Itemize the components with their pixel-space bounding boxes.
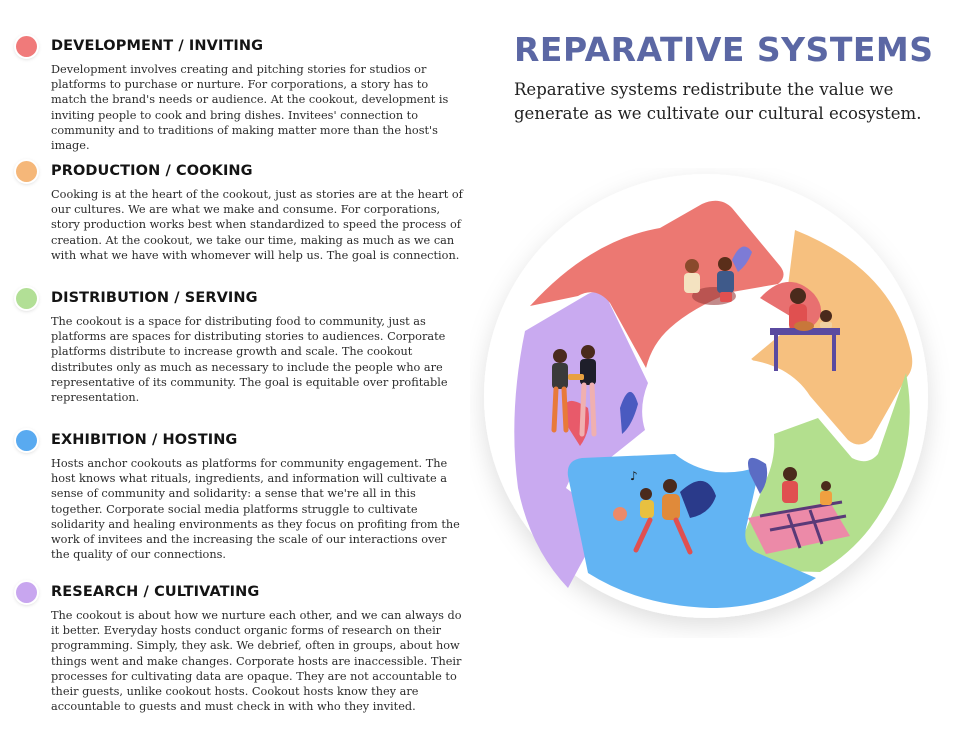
section-heading: RESEARCH / CULTIVATING (51, 584, 260, 600)
section-body: Development involves creating and pitchi… (51, 63, 449, 153)
development-bullet-icon (16, 35, 37, 57)
research-bullet-icon (16, 581, 37, 603)
section-body: Hosts anchor cookouts as platforms for c… (51, 457, 460, 562)
section-body: The cookout is about how we nurture each… (51, 609, 462, 714)
production-bullet-icon (16, 160, 37, 182)
section-heading: DEVELOPMENT / INVITING (51, 38, 264, 54)
page-subtitle: Reparative systems redistribute the valu… (514, 80, 922, 123)
distribution-bullet-icon (16, 287, 37, 309)
cycle-segment-red (530, 200, 784, 368)
svg-text:♪: ♪ (630, 469, 638, 483)
section-heading: EXHIBITION / HOSTING (51, 432, 238, 448)
section-body: Cooking is at the heart of the cookout, … (51, 188, 463, 262)
exhibition-illustration: ♪ (613, 469, 716, 555)
section-distribution: DISTRIBUTION / SERVING The cookout is a … (16, 286, 464, 405)
cycle-diagram: ♪ (484, 174, 928, 618)
distribution-illustration (748, 457, 850, 554)
exhibition-bullet-icon (16, 429, 37, 451)
section-heading: PRODUCTION / COOKING (51, 163, 253, 179)
section-exhibition: EXHIBITION / HOSTING Hosts anchor cookou… (16, 428, 464, 562)
page-title: REPARATIVE SYSTEMS (514, 30, 934, 69)
section-body: The cookout is a space for distributing … (51, 315, 448, 405)
section-research: RESEARCH / CULTIVATING The cookout is ab… (16, 580, 464, 714)
cycle-segment-blue (567, 454, 816, 608)
cycle-center (654, 346, 774, 466)
research-illustration (551, 345, 638, 446)
section-heading: DISTRIBUTION / SERVING (51, 290, 258, 306)
production-illustration (760, 281, 840, 371)
section-production: PRODUCTION / COOKING Cooking is at the h… (16, 159, 464, 263)
section-development: DEVELOPMENT / INVITING Development invol… (16, 34, 464, 153)
development-illustration (684, 246, 752, 305)
